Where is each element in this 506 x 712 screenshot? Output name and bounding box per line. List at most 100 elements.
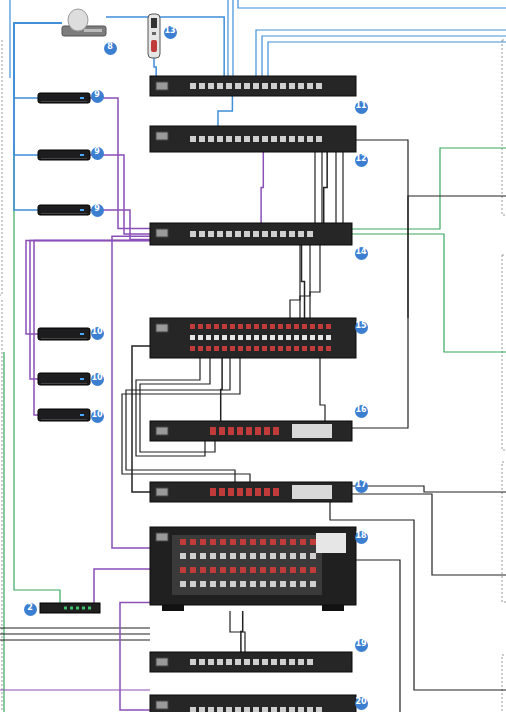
rca-jack (326, 335, 331, 340)
callout-number: 14 (355, 247, 368, 260)
device-face (38, 93, 90, 103)
rca-jack (280, 581, 286, 587)
callout-number: 19 (355, 639, 368, 652)
audio-matrix: 15 (150, 318, 356, 358)
device-button (152, 32, 156, 35)
rca-jack (180, 567, 186, 573)
device-port (271, 136, 277, 142)
rca-jack (246, 346, 251, 351)
device-port (316, 707, 322, 712)
device-port (289, 231, 295, 237)
control-cable (352, 148, 506, 229)
speaker-cable (352, 494, 506, 575)
device-panel (292, 424, 332, 438)
device-port (280, 136, 286, 142)
rca-jack (210, 581, 216, 587)
network-cable (227, 0, 228, 76)
rca-jack (238, 324, 243, 329)
device-port (289, 707, 295, 712)
rca-jack (326, 346, 331, 351)
rca-jack (310, 567, 316, 573)
rca-jack (206, 324, 211, 329)
device-port (208, 83, 214, 89)
cable-connector (218, 96, 232, 126)
rca-jack (270, 553, 276, 559)
device-button (152, 32, 156, 35)
device-body (150, 76, 356, 96)
cable-connector (241, 611, 243, 652)
rca-jack (190, 553, 196, 559)
cable-connector (26, 241, 150, 334)
power-conditioner: 12 (150, 126, 356, 152)
rca-jack (318, 324, 323, 329)
device-port (316, 83, 322, 89)
speaker-terminal (228, 427, 234, 435)
device-port (190, 659, 196, 665)
device-face (38, 150, 90, 160)
control-cables (4, 145, 506, 712)
control-cable (3, 352, 4, 712)
device-trim (41, 383, 87, 384)
rca-jack (250, 581, 256, 587)
cable-connector (302, 245, 305, 318)
zone-frame (502, 655, 506, 712)
speaker-terminal (237, 488, 243, 496)
audio-cable (230, 611, 245, 652)
streaming-box: 9 (38, 150, 90, 160)
callout-number: 16 (355, 405, 368, 418)
callout-number: 10 (91, 327, 104, 340)
device-body (40, 603, 100, 613)
rca-jack (190, 581, 196, 587)
power-inlet (156, 488, 168, 496)
rca-jack (278, 324, 283, 329)
rca-jack (210, 553, 216, 559)
device-face (38, 373, 90, 385)
callout-number: 15 (355, 321, 368, 334)
network-cable (9, 0, 10, 78)
callout-number: 10 (91, 410, 104, 423)
speaker-terminal (264, 488, 270, 496)
device-face (150, 695, 356, 712)
rca-jack (290, 553, 296, 559)
device-body (150, 482, 352, 502)
power-inlet (156, 132, 168, 140)
device-trim (41, 158, 87, 159)
device-port (226, 83, 232, 89)
rca-jack (230, 346, 235, 351)
device-port (199, 83, 205, 89)
hdbaset-receiver: 10 (38, 373, 90, 385)
rca-jack (254, 346, 259, 351)
rca-jack (190, 539, 196, 545)
rca-jack (260, 553, 266, 559)
rca-jack (214, 346, 219, 351)
speaker-terminal (273, 427, 279, 435)
rca-jack (220, 581, 226, 587)
rca-jack (240, 553, 246, 559)
callout-number: 13 (164, 26, 177, 39)
status-led (64, 607, 67, 610)
device-body (150, 318, 356, 358)
callout-number: 9 (91, 147, 104, 160)
rca-jack (294, 335, 299, 340)
device-port (235, 659, 241, 665)
cable-connector (154, 58, 156, 76)
device-port (262, 707, 268, 712)
device-face (38, 409, 90, 421)
device-body (150, 652, 352, 672)
device-port (280, 659, 286, 665)
rca-jack (300, 581, 306, 587)
rca-jack (262, 346, 267, 351)
speaker-terminal (237, 427, 243, 435)
zone-frame (502, 40, 506, 215)
device-led (80, 154, 84, 156)
rca-jack (222, 346, 227, 351)
status-led (70, 607, 73, 610)
zone-frame (0, 40, 2, 295)
rca-jack (180, 581, 186, 587)
device-body (150, 421, 352, 441)
rca-jack (278, 335, 283, 340)
device-port (199, 231, 205, 237)
device-port (262, 136, 268, 142)
device-foot (322, 605, 344, 611)
device-port (244, 136, 250, 142)
